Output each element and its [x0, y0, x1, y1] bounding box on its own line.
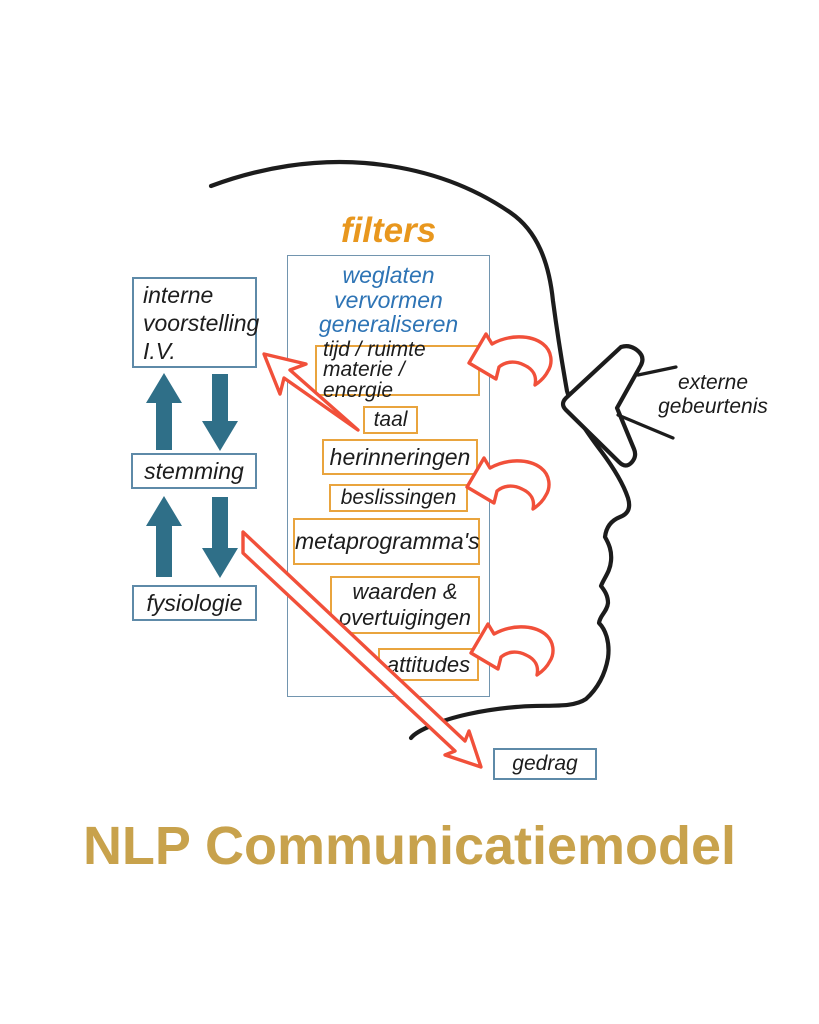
process-vervormen: vervormen — [334, 286, 443, 313]
tijd-line-1: tijd / ruimte — [323, 337, 426, 361]
internal-representation-box: interne voorstelling I.V. — [132, 277, 260, 368]
iv-line-3: I.V. — [143, 337, 176, 364]
herinneringen-box: herinneringen — [322, 439, 478, 475]
process-weglaten: weglaten — [342, 262, 435, 288]
external-arrow-line-icon — [616, 413, 675, 440]
metaprogrammas-label: metaprogramma's — [295, 528, 480, 555]
attitudes-label: attitudes — [386, 651, 471, 677]
gedrag-label: gedrag — [512, 752, 578, 776]
beslissingen-box: beslissingen — [329, 484, 468, 512]
tijd-ruimte-box: tijd / ruimte materie / energie — [315, 339, 480, 401]
page-title: NLP Communicatiemodel — [82, 816, 737, 876]
herinneringen-label: herinneringen — [329, 443, 471, 470]
waarden-overtuigingen-box: waarden & overtuigingen — [330, 576, 480, 634]
external-event-label: externe gebeurtenis — [643, 371, 783, 418]
filter-processes-label: weglaten vervormen generaliseren — [287, 263, 490, 337]
external-event-arrow-icon — [560, 344, 645, 468]
process-generaliseren: generaliseren — [318, 311, 459, 337]
attitudes-box: attitudes — [378, 648, 479, 681]
metaprogrammas-box: metaprogramma's — [293, 518, 480, 565]
up-arrow-icon — [146, 496, 182, 577]
fysiologie-label: fysiologie — [146, 589, 243, 616]
iv-line-2: voorstelling — [143, 309, 260, 336]
down-arrow-icon — [202, 374, 238, 451]
tijd-line-2: materie / energie — [323, 358, 405, 402]
taal-box: taal — [363, 406, 418, 434]
beslissingen-label: beslissingen — [340, 486, 457, 510]
gedrag-box: gedrag — [493, 748, 597, 780]
waarden-line-1: waarden & — [352, 579, 458, 604]
externe-line-1: externe — [677, 371, 749, 394]
stemming-box: stemming — [131, 453, 257, 489]
fysiologie-box: fysiologie — [132, 585, 257, 621]
taal-label: taal — [373, 408, 408, 432]
waarden-line-2: overtuigingen — [338, 605, 472, 630]
up-arrow-icon — [146, 373, 182, 450]
filters-heading: filters — [340, 211, 437, 250]
iv-line-1: interne — [143, 281, 214, 308]
down-arrow-icon — [202, 497, 238, 578]
stemming-label: stemming — [144, 457, 244, 484]
externe-line-2: gebeurtenis — [658, 394, 768, 418]
